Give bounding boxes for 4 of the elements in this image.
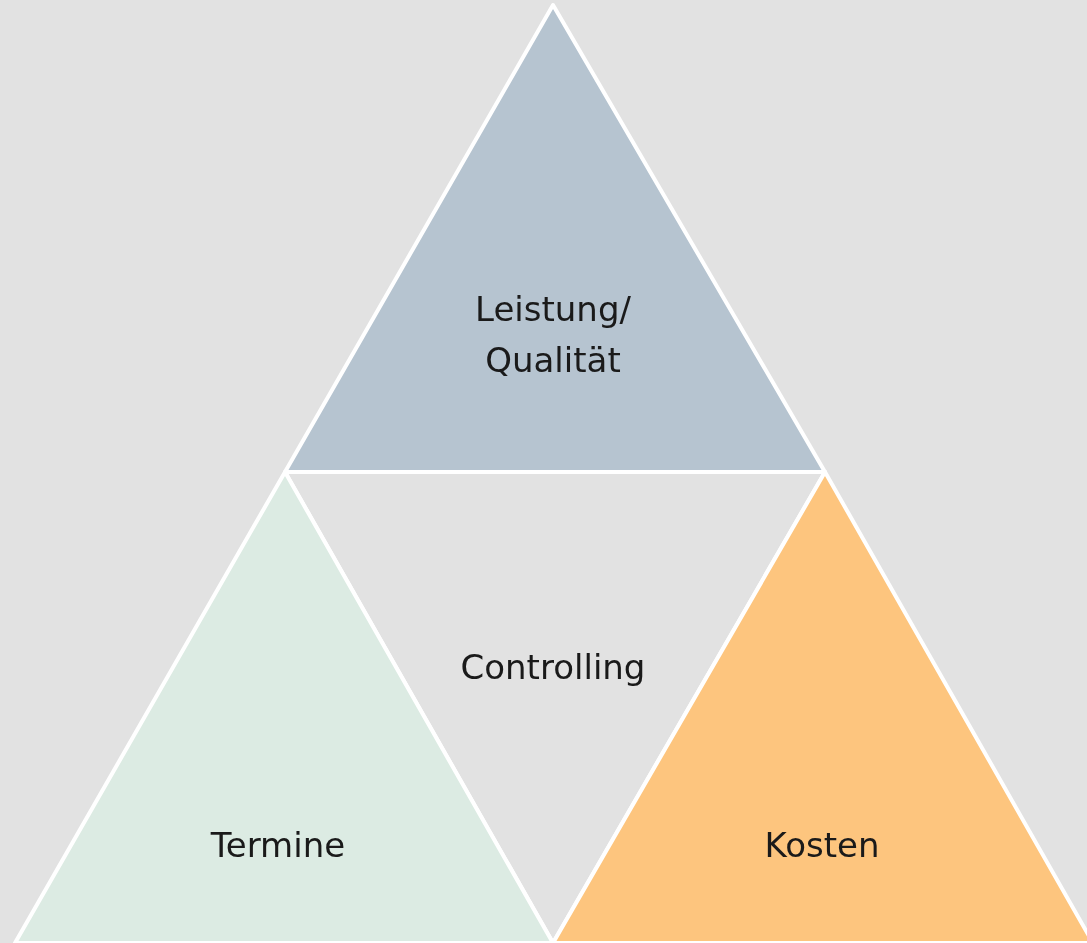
section-label: Termine [209,823,347,867]
section-label: Controlling [459,645,647,689]
section-label: Leistung/ Qualität [474,288,632,382]
section-label: Kosten [763,823,881,867]
